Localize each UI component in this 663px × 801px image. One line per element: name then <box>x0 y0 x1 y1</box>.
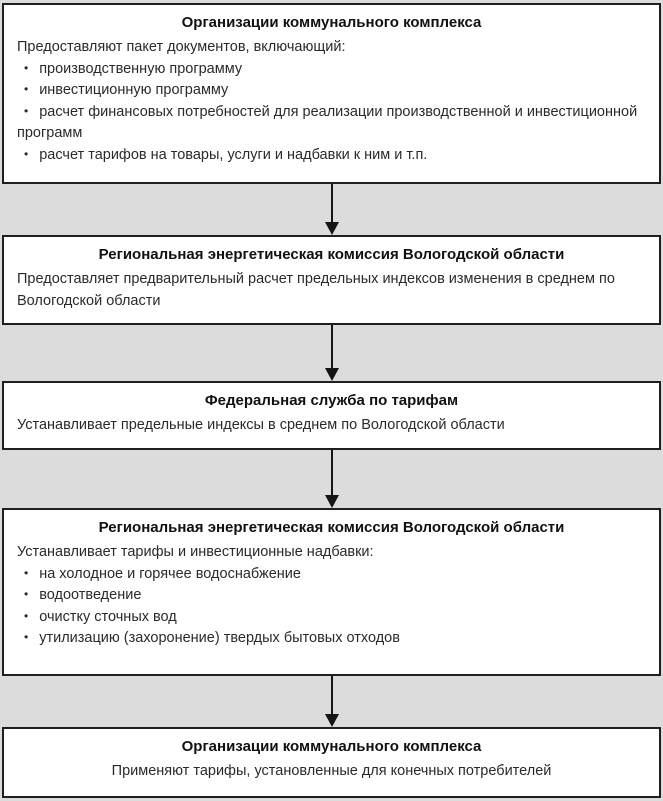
bullet-item: очистку сточных вод <box>17 607 646 629</box>
flow-box-regional-commission-tariffs: Региональная энергетическая комиссия Вол… <box>2 508 661 676</box>
bullet-item: утилизацию (захоронение) твердых бытовых… <box>17 628 646 650</box>
flow-box-regional-commission-preliminary: Региональная энергетическая комиссия Вол… <box>2 235 661 325</box>
bullet-item: инвестиционную программу <box>17 80 646 102</box>
bullet-item: производственную программу <box>17 59 646 81</box>
flow-box-communal-orgs-apply: Организации коммунального комплекса Прим… <box>2 727 661 798</box>
box-intro: Предоставляют пакет документов, включающ… <box>17 39 346 55</box>
box-intro: Устанавливает предельные индексы в средн… <box>17 417 505 433</box>
box-title: Организации коммунального комплекса <box>181 738 482 755</box>
box-title: Региональная энергетическая комиссия Вол… <box>98 246 565 263</box>
box-intro: Устанавливает тарифы и инвестиционные на… <box>17 544 374 560</box>
flow-arrow-connector <box>2 450 661 508</box>
bullet-list: на холодное и горячее водоснабжениеводоо… <box>17 564 646 650</box>
arrow-line <box>330 450 333 498</box>
box-intro: Применяют тарифы, установленные для коне… <box>111 763 552 779</box>
bullet-item: на холодное и горячее водоснабжение <box>17 564 646 586</box>
flow-arrow-connector <box>2 325 661 381</box>
box-title: Федеральная служба по тарифам <box>204 392 459 409</box>
flow-arrow-connector <box>2 184 661 235</box>
bullet-item: водоотведение <box>17 585 646 607</box>
flow-box-communal-orgs-documents: Организации коммунального комплекса Пред… <box>2 3 661 184</box>
arrow-line <box>330 184 333 225</box>
arrow-line <box>330 325 333 371</box>
bullet-item: расчет тарифов на товары, услуги и надба… <box>17 145 646 167</box>
box-intro: Предоставляет предварительный расчет пре… <box>17 271 615 309</box>
flow-box-federal-tariff-service: Федеральная служба по тарифам Устанавлив… <box>2 381 661 450</box>
arrow-down-icon <box>324 495 339 508</box>
bullet-item: расчет финансовых потребностей для реали… <box>17 102 646 145</box>
arrow-down-icon <box>324 714 339 727</box>
arrow-down-icon <box>324 368 339 381</box>
arrow-down-icon <box>324 222 339 235</box>
box-title: Региональная энергетическая комиссия Вол… <box>98 519 565 536</box>
flow-arrow-connector <box>2 676 661 727</box>
tariff-process-flowchart: Организации коммунального комплекса Пред… <box>2 3 661 798</box>
arrow-line <box>330 676 333 717</box>
box-title: Организации коммунального комплекса <box>181 14 482 31</box>
bullet-list: производственную программуинвестиционную… <box>17 59 646 167</box>
